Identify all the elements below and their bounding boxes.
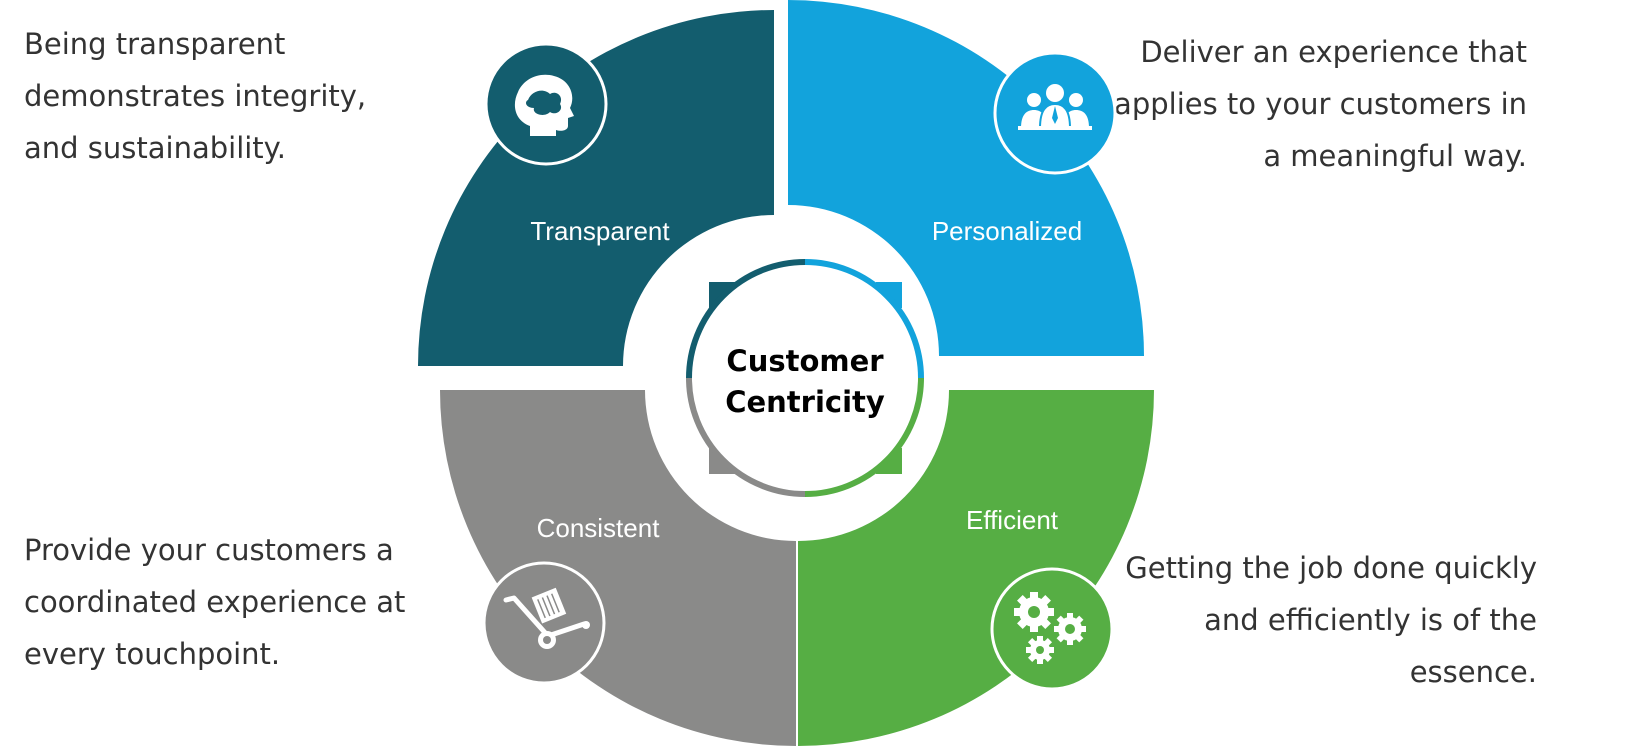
center-ring-arc-tr [804, 259, 924, 379]
transparent-label: Transparent [530, 216, 670, 246]
personalized-label: Personalized [932, 216, 1082, 246]
transparent-segment [418, 10, 774, 366]
personalized-description: Deliver an experience that applies to yo… [1114, 35, 1527, 173]
consistent-segment [440, 390, 796, 746]
center-ring-arc-br [804, 377, 924, 497]
efficient-label: Efficient [966, 505, 1059, 535]
efficient-segment [798, 390, 1154, 746]
center-title-line2: Centricity [725, 385, 885, 419]
consistent-label: Consistent [537, 513, 661, 543]
efficient-description: Getting the job done quickly and efficie… [1125, 551, 1537, 689]
consistent-description: Provide your customers a coordinated exp… [24, 533, 406, 671]
personalized-segment [788, 0, 1144, 356]
transparent-description: Being transparent demonstrates integrity… [24, 27, 367, 165]
center-circle [697, 270, 913, 486]
head-profile-icon [484, 42, 608, 166]
center-ring-arc-bl [686, 377, 806, 497]
hand-truck-icon [482, 561, 606, 685]
center-title-line1: Customer [726, 344, 884, 378]
center-ring-arc-tl [686, 259, 806, 379]
people-group-icon [993, 51, 1117, 175]
gears-icon [990, 567, 1114, 691]
